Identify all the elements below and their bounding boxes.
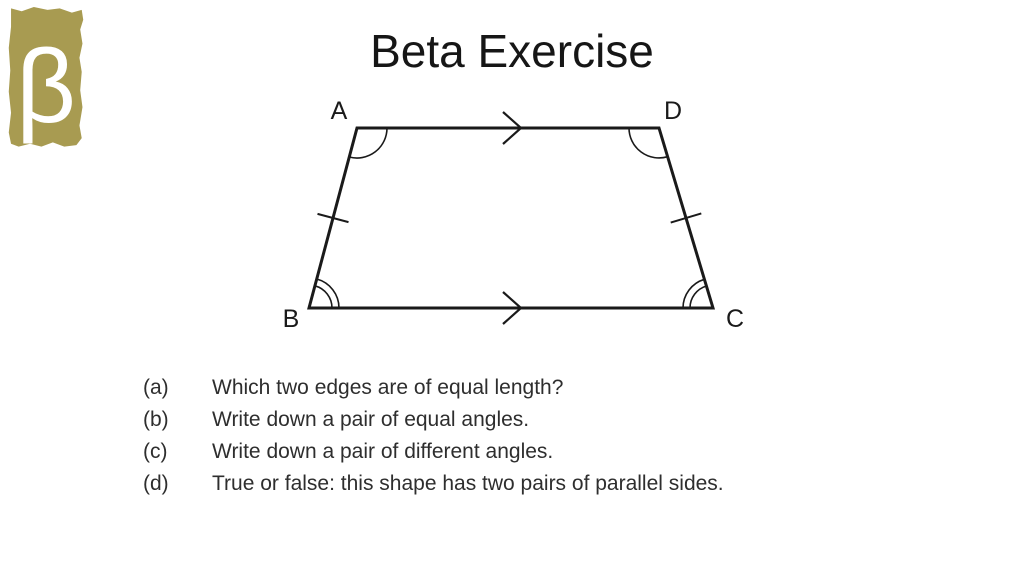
angle-arc-a (349, 127, 388, 159)
page-title: Beta Exercise (370, 25, 654, 77)
question-row: (c) Write down a pair of different angle… (143, 436, 724, 468)
angle-arc-b-inner (314, 285, 333, 309)
question-text: Write down a pair of equal angles. (212, 408, 530, 431)
vertex-label-a: A (331, 97, 348, 125)
angle-arc-b-outer (316, 278, 340, 309)
tick-mark-ab (317, 212, 349, 224)
vertex-label-d: D (664, 97, 682, 125)
question-label: (a) (143, 376, 169, 399)
question-text: Which two edges are of equal length? (212, 376, 564, 399)
trapezium-outline (307, 126, 716, 310)
question-row: (b) Write down a pair of equal angles. (143, 404, 724, 436)
question-label: (c) (143, 440, 168, 463)
vertex-label-c: C (726, 305, 744, 333)
question-label: (d) (143, 472, 169, 495)
question-text: True or false: this shape has two pairs … (212, 472, 724, 495)
question-list: (a) Which two edges are of equal length?… (143, 372, 724, 500)
vertex-label-b: B (283, 305, 300, 333)
beta-symbol-icon: β (16, 28, 76, 145)
question-text: Write down a pair of different angles. (212, 440, 554, 463)
angle-arc-c-outer (682, 278, 705, 309)
question-row: (a) Which two edges are of equal length? (143, 372, 724, 404)
parallel-mark-bc (502, 291, 523, 325)
angle-arc-c-inner (689, 285, 707, 309)
angle-arc-d (628, 127, 668, 159)
question-row: (d) True or false: this shape has two pa… (143, 468, 724, 500)
beta-logo: β (8, 7, 84, 147)
question-label: (b) (143, 408, 169, 431)
parallel-mark-ad (502, 111, 523, 145)
tick-mark-dc (670, 212, 702, 224)
